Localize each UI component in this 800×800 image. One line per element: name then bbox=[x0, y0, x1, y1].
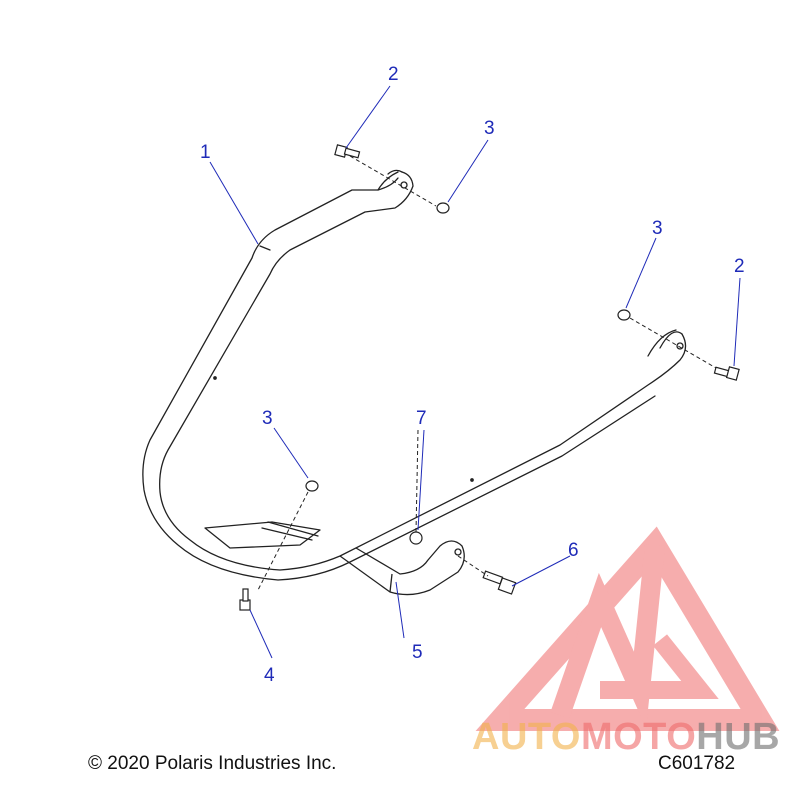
copyright-notice: © 2020 Polaris Industries Inc. bbox=[88, 753, 337, 774]
nut-right bbox=[617, 309, 631, 321]
bumper-tube-outline-outer bbox=[159, 171, 687, 571]
callout-7: 7 bbox=[416, 408, 427, 429]
install-lines bbox=[257, 155, 717, 591]
callout-2-upper: 2 bbox=[388, 64, 399, 85]
hardware bbox=[239, 144, 740, 611]
bracket bbox=[339, 540, 465, 596]
callout-3-right: 3 bbox=[652, 218, 663, 239]
bolt-lower bbox=[239, 588, 251, 611]
watermark-moto: MOTO bbox=[580, 716, 697, 758]
nut-lower-left bbox=[305, 480, 319, 492]
mount-hole-right bbox=[676, 342, 684, 350]
watermark-auto: AUTO bbox=[472, 716, 581, 758]
callout-5: 5 bbox=[412, 642, 423, 663]
callout-3-upper: 3 bbox=[484, 118, 495, 139]
automotohub-logo-mark bbox=[475, 526, 780, 731]
leader-lines bbox=[209, 85, 741, 659]
automotohub-watermark: AUTOMOTOHUB bbox=[472, 716, 780, 759]
bolt-lower-right bbox=[482, 570, 517, 595]
nut-center bbox=[409, 531, 423, 545]
callout-2-right: 2 bbox=[734, 256, 745, 277]
callout-1: 1 bbox=[200, 142, 211, 163]
callout-4: 4 bbox=[264, 665, 275, 686]
nut-upper bbox=[436, 202, 450, 214]
callout-3-lower: 3 bbox=[262, 408, 273, 429]
callout-6: 6 bbox=[568, 540, 579, 561]
watermark-hub: HUB bbox=[696, 716, 781, 758]
bolt-upper bbox=[334, 144, 361, 159]
crossbar-plate bbox=[204, 521, 321, 549]
mount-hole-upper bbox=[400, 181, 408, 189]
bumper-tube-outline-inner bbox=[142, 177, 656, 581]
bumper-tube-assembly bbox=[142, 169, 687, 581]
bracket-hole bbox=[454, 548, 462, 556]
bolt-right bbox=[713, 366, 740, 381]
drawing-number: C601782 bbox=[658, 753, 736, 774]
